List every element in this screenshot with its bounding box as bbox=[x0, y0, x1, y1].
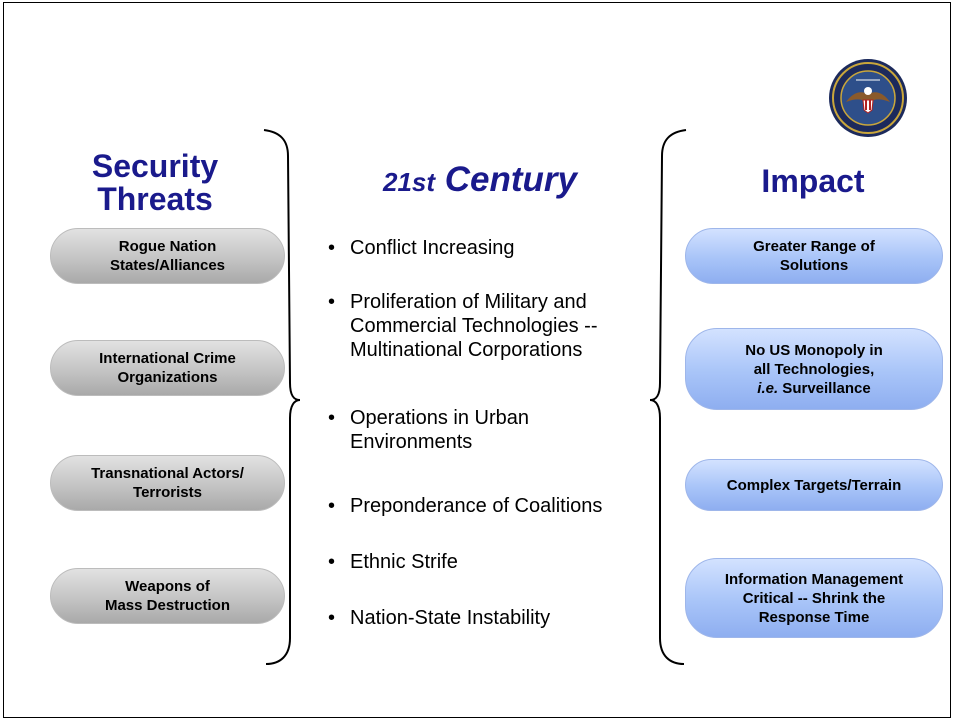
impact-text: Surveillance bbox=[778, 379, 871, 397]
bullet-text: Ethnic Strife bbox=[350, 551, 458, 573]
century-main: Century bbox=[444, 160, 578, 199]
impact-line: Complex Targets/Terrain bbox=[726, 476, 902, 494]
bullet-item: • Conflict Increasing bbox=[328, 236, 673, 260]
threat-line: Organizations bbox=[117, 369, 218, 386]
impact-pill-greater-range: Greater Range of Solutions bbox=[685, 228, 943, 284]
bullet-text: Nation-State Instability bbox=[350, 607, 551, 629]
right-brace bbox=[649, 129, 687, 665]
threat-line: Mass Destruction bbox=[104, 597, 231, 614]
security-threats-heading-line-1: Security bbox=[91, 148, 219, 184]
impact-heading: Impact bbox=[761, 163, 865, 199]
impact-line: all Technologies, bbox=[753, 360, 875, 378]
threat-pill-wmd: Weapons of Mass Destruction bbox=[50, 568, 285, 624]
bullet-text: Preponderance of Coalitions bbox=[350, 495, 603, 517]
threat-line: Rogue Nation bbox=[118, 238, 217, 255]
threat-line: International Crime bbox=[99, 350, 236, 367]
impact-line: Critical -- Shrink the bbox=[742, 589, 886, 607]
bullet-dot: • bbox=[328, 407, 336, 429]
twenty-first-century-heading: 21st Century bbox=[330, 160, 630, 202]
century-prefix: 21st bbox=[382, 167, 436, 197]
impact-line: No US Monopoly in bbox=[745, 341, 883, 359]
impact-line: i.e. Surveillance bbox=[745, 379, 882, 398]
bullet-dot: • bbox=[328, 495, 336, 517]
security-threats-heading: Security Threats bbox=[60, 150, 250, 216]
threat-pill-rogue-nation: Rogue Nation States/Alliances bbox=[50, 228, 285, 284]
department-of-defense-seal-icon bbox=[829, 59, 907, 137]
bullet-text: Proliferation of Military and bbox=[350, 291, 587, 313]
bullet-item: • Nation-State Instability bbox=[328, 606, 673, 630]
impact-line: Information Management bbox=[724, 570, 904, 588]
security-threats-heading-line-2: Threats bbox=[97, 181, 213, 217]
threat-line: Weapons of bbox=[125, 578, 210, 595]
bullet-text: Environments bbox=[350, 431, 473, 453]
threat-pill-transnational-actors: Transnational Actors/ Terrorists bbox=[50, 455, 285, 511]
bullet-dot: • bbox=[328, 237, 336, 259]
bullet-dot: • bbox=[328, 291, 336, 313]
impact-pill-no-us-monopoly: No US Monopoly in all Technologies, i.e.… bbox=[685, 328, 943, 410]
bullet-item: • Preponderance of Coalitions bbox=[328, 494, 673, 518]
impact-italic-text: i.e. bbox=[757, 379, 779, 397]
bullet-item: • Ethnic Strife bbox=[328, 550, 673, 574]
bullet-text: Conflict Increasing bbox=[350, 237, 515, 259]
impact-pill-information-management: Information Management Critical -- Shrin… bbox=[685, 558, 943, 638]
impact-pill-complex-targets: Complex Targets/Terrain bbox=[685, 459, 943, 511]
impact-line: Greater Range of bbox=[753, 238, 875, 255]
impact-line: Solutions bbox=[779, 257, 849, 274]
threat-pill-international-crime: International Crime Organizations bbox=[50, 340, 285, 396]
bullet-item: • Operations in Urban Environments bbox=[328, 406, 673, 454]
bullet-item: • Proliferation of Military and Commerci… bbox=[328, 290, 673, 362]
bullet-text: Commercial Technologies -- bbox=[350, 315, 598, 337]
threat-line: States/Alliances bbox=[109, 257, 226, 274]
threat-line: Transnational Actors/ bbox=[91, 465, 244, 482]
impact-line: Response Time bbox=[758, 608, 870, 626]
left-brace bbox=[263, 129, 301, 665]
bullet-dot: • bbox=[328, 551, 336, 573]
bullet-text: Multinational Corporations bbox=[350, 339, 583, 361]
threat-line: Terrorists bbox=[133, 484, 202, 501]
bullet-dot: • bbox=[328, 607, 336, 629]
bullet-text: Operations in Urban bbox=[350, 407, 529, 429]
